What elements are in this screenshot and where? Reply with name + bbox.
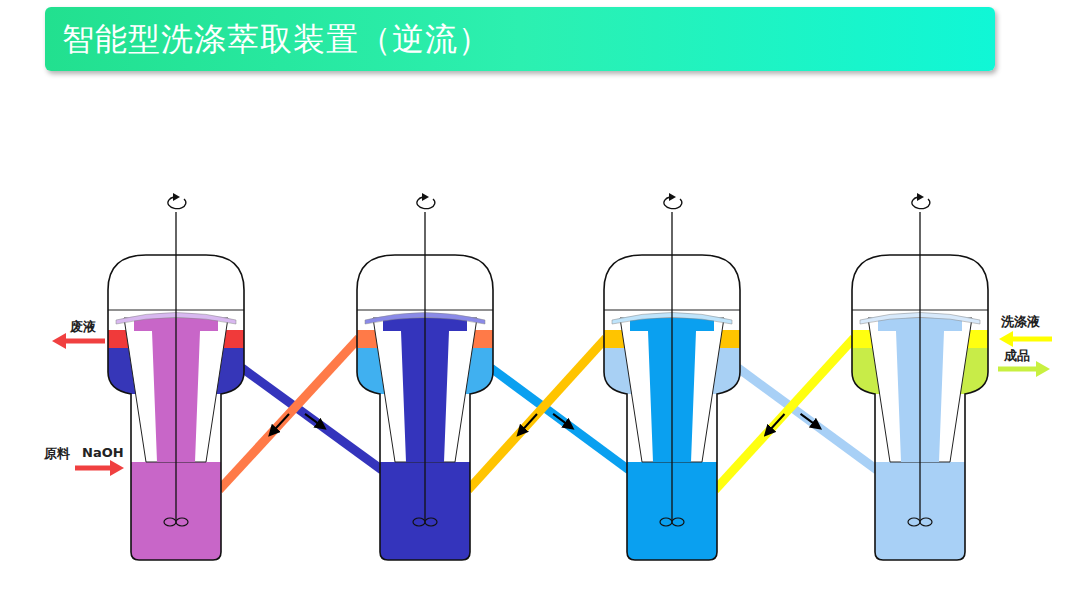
outlet-label: 成品: [1004, 347, 1030, 365]
flow-direction: [520, 414, 537, 432]
stirrer-shaft: [919, 212, 920, 520]
impeller: [672, 518, 684, 526]
flow-direction: [305, 414, 322, 426]
impeller: [413, 518, 425, 526]
vessel: [355, 193, 495, 562]
flow-arrows: [52, 331, 1052, 476]
impeller: [425, 518, 437, 526]
vessel: [850, 193, 990, 562]
rotation-arrow: [917, 193, 924, 201]
reagent-label: NaOH: [82, 445, 124, 460]
flow-direction: [272, 414, 289, 432]
inlet-label: 洗涤液: [1001, 313, 1040, 331]
impeller: [908, 518, 920, 526]
flow-direction: [801, 414, 818, 426]
stirrer-shaft: [175, 212, 176, 520]
vessel: [602, 193, 742, 562]
vessel: [106, 193, 246, 562]
impeller: [164, 518, 176, 526]
impeller: [176, 518, 188, 526]
inlet-label: 原料: [44, 445, 70, 463]
stirrer-shaft: [671, 212, 672, 520]
rotation-arrow: [669, 193, 676, 201]
impeller: [920, 518, 932, 526]
flow-direction: [553, 414, 570, 426]
rotation-arrow: [422, 193, 429, 201]
transfer-tubes: [219, 338, 877, 490]
impeller: [660, 518, 672, 526]
flow-direction: [768, 414, 785, 432]
mixer-settlers: [106, 193, 990, 562]
rotation-arrow: [173, 193, 180, 201]
slide-title: 智能型洗涤萃取装置（逆流）: [62, 18, 491, 62]
stirrer-shaft: [424, 212, 425, 520]
outlet-label: 废液: [70, 318, 96, 336]
